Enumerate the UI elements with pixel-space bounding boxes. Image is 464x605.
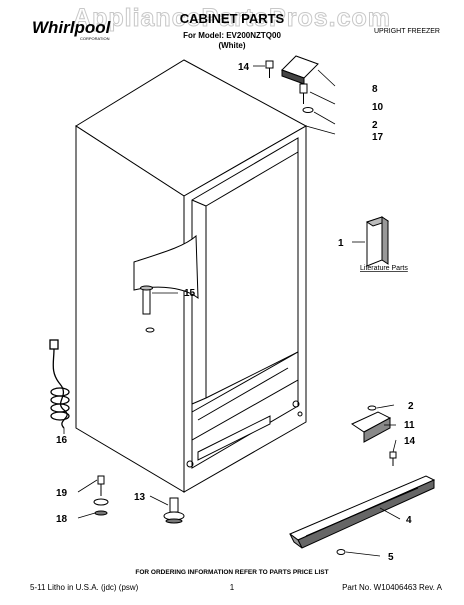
callout-17: 17 xyxy=(372,132,384,143)
callout-8: 8 xyxy=(372,84,378,95)
variant-line: (White) xyxy=(218,41,245,50)
power-cord-part-16 xyxy=(49,339,70,429)
bracket-part-11 xyxy=(350,411,392,443)
screw-part-5 xyxy=(336,549,346,555)
footer-page-number: 1 xyxy=(230,583,235,592)
callout-11: 11 xyxy=(404,420,415,431)
callout-5: 5 xyxy=(388,552,394,563)
callout-15: 15 xyxy=(184,288,196,299)
brand-logo-text: Whirlpool xyxy=(32,18,112,37)
footer-part-number: Part No. W10406463 Rev. A xyxy=(342,583,443,592)
callout-1: 1 xyxy=(338,238,344,249)
callout-2-top: 2 xyxy=(372,120,378,131)
cabinet-drawing xyxy=(75,59,308,493)
callout-16: 16 xyxy=(56,435,68,446)
leg-part-13 xyxy=(163,497,185,524)
model-line: For Model: EV200NZTQ00 xyxy=(183,31,281,40)
callout-19: 19 xyxy=(56,488,68,499)
callout-4: 4 xyxy=(406,515,412,526)
hinge-pin-part-10 xyxy=(299,83,308,104)
washer-part-2-top xyxy=(302,107,314,113)
callout-18: 18 xyxy=(56,514,68,525)
brand-logo: Whirlpool CORPORATION xyxy=(32,18,112,41)
ordering-notice: FOR ORDERING INFORMATION REFER TO PARTS … xyxy=(135,569,328,576)
callout-labels: 14 8 10 2 17 1 15 2 11 14 16 19 13 18 4 … xyxy=(56,62,416,563)
product-label: UPRIGHT FREEZER xyxy=(374,28,440,35)
page-title: CABINET PARTS xyxy=(180,11,285,26)
callout-10: 10 xyxy=(372,102,384,113)
screw-part-14-bottom xyxy=(389,451,397,466)
brand-sub-text: CORPORATION xyxy=(80,36,110,41)
callout-2-bottom: 2 xyxy=(408,401,414,412)
washer-part-2-bottom xyxy=(367,405,377,411)
hinge-part-8 xyxy=(281,55,319,85)
footer-litho: 5-11 Litho in U.S.A. (jdc) (psw) xyxy=(30,583,139,592)
callout-13: 13 xyxy=(134,492,146,503)
literature-book-part-1 xyxy=(365,216,390,267)
toe-grille-part-4 xyxy=(289,475,436,549)
callout-14-bottom: 14 xyxy=(404,436,416,447)
part-15 xyxy=(140,285,155,333)
leveling-leg-part-19 xyxy=(93,475,109,516)
leader-lines xyxy=(63,65,401,557)
callout-14-top: 14 xyxy=(238,62,250,73)
watermark-text: AppliancePartsPros.com xyxy=(73,4,391,32)
literature-parts-label: Literature Parts xyxy=(360,265,408,272)
screw-part-14-top xyxy=(265,60,274,78)
